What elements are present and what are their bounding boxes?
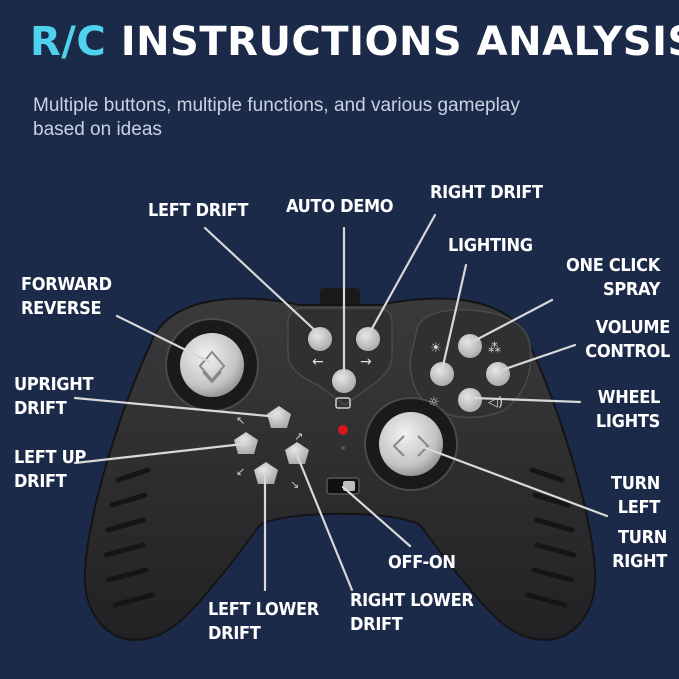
right-grip-ribs (525, 467, 577, 608)
label-one-click-spray-line2: SPRAY (602, 279, 660, 300)
volume-icon: ◁) (488, 395, 503, 410)
label-left-lower-drift-line1: LEFT LOWER (208, 599, 319, 620)
volume-control-button[interactable] (486, 362, 510, 386)
svg-text:↖: ↖ (236, 414, 245, 427)
lighting-icon: ☀ (430, 341, 442, 356)
spray-icon: ⁂ (488, 341, 501, 356)
label-left-up-drift-line2: DRIFT (14, 471, 67, 492)
page-subtitle: Multiple buttons, multiple functions, an… (33, 95, 520, 140)
label-forward-reverse-line2: REVERSE (21, 298, 102, 319)
label-left-lower-drift: LEFT LOWER DRIFT (208, 598, 319, 646)
svg-text:↙: ↙ (236, 465, 245, 478)
demo-icon (335, 397, 351, 409)
label-turn-right-line1: TURN (617, 527, 667, 548)
label-turn-right-line2: RIGHT (612, 551, 667, 572)
left-up-drift-button[interactable] (234, 432, 258, 454)
label-right-drift: RIGHT DRIFT (430, 182, 543, 203)
label-off-on: OFF-ON (388, 552, 456, 573)
power-led-icon (338, 425, 348, 435)
mic-hole (341, 446, 345, 450)
label-left-lower-drift-line2: DRIFT (208, 623, 261, 644)
left-grip-ribs (103, 467, 155, 608)
label-upright-drift-line1: UPRIGHT (14, 374, 94, 395)
label-turn-left-line1: TURN (610, 473, 660, 494)
label-volume-control-line2: CONTROL (585, 341, 670, 362)
label-right-lower-drift-line1: RIGHT LOWER (350, 590, 474, 611)
label-left-up-drift: LEFT UP DRIFT (14, 446, 86, 494)
label-lighting: LIGHTING (448, 235, 533, 256)
dpad: ↖ ↗ ↙ ↘ (234, 406, 309, 491)
label-turn-right: TURN RIGHT (567, 526, 667, 574)
page-title: R/C INSTRUCTIONS ANALYSIS (30, 22, 679, 62)
right-drift-button[interactable] (356, 327, 380, 351)
label-wheel-lights: WHEEL LIGHTS (540, 386, 660, 434)
label-left-up-drift-line1: LEFT UP (14, 447, 87, 468)
svg-text:↘: ↘ (290, 478, 299, 491)
label-one-click-spray-line1: ONE CLICK (566, 255, 660, 276)
wheel-lights-button[interactable] (458, 388, 482, 412)
label-forward-reverse: FORWARD REVERSE (21, 273, 112, 321)
callout-lines (73, 213, 609, 592)
svg-text:↗: ↗ (294, 430, 303, 443)
label-volume-control: VOLUME CONTROL (550, 316, 670, 364)
title-accent: R/C (30, 19, 107, 65)
label-right-lower-drift-line2: DRIFT (350, 614, 403, 635)
label-auto-demo: AUTO DEMO (286, 196, 394, 217)
arrow-left-icon: ← (312, 354, 324, 370)
label-forward-reverse-line1: FORWARD (21, 274, 112, 295)
label-right-lower-drift: RIGHT LOWER DRIFT (350, 589, 474, 637)
wheel-light-icon: ☼ (428, 395, 440, 410)
left-drift-button[interactable] (308, 327, 332, 351)
lighting-button[interactable] (430, 362, 454, 386)
label-upright-drift-line2: DRIFT (14, 398, 67, 419)
label-wheel-lights-line2: LIGHTS (595, 411, 660, 432)
right-lower-drift-button[interactable] (285, 442, 309, 464)
auto-demo-button[interactable] (332, 369, 356, 393)
title-rest: INSTRUCTIONS ANALYSIS (106, 19, 679, 65)
label-left-drift: LEFT DRIFT (148, 200, 249, 221)
left-lower-drift-button[interactable] (254, 462, 278, 484)
label-volume-control-line1: VOLUME (595, 317, 671, 338)
label-wheel-lights-line1: WHEEL (597, 387, 661, 408)
label-upright-drift: UPRIGHT DRIFT (14, 373, 94, 421)
label-one-click-spray: ONE CLICK SPRAY (540, 254, 660, 302)
left-joystick[interactable] (165, 318, 259, 412)
label-turn-left-line2: LEFT (617, 497, 661, 518)
label-turn-left: TURN LEFT (560, 472, 660, 520)
right-joystick[interactable] (364, 397, 458, 491)
arrow-right-icon: → (360, 354, 372, 370)
